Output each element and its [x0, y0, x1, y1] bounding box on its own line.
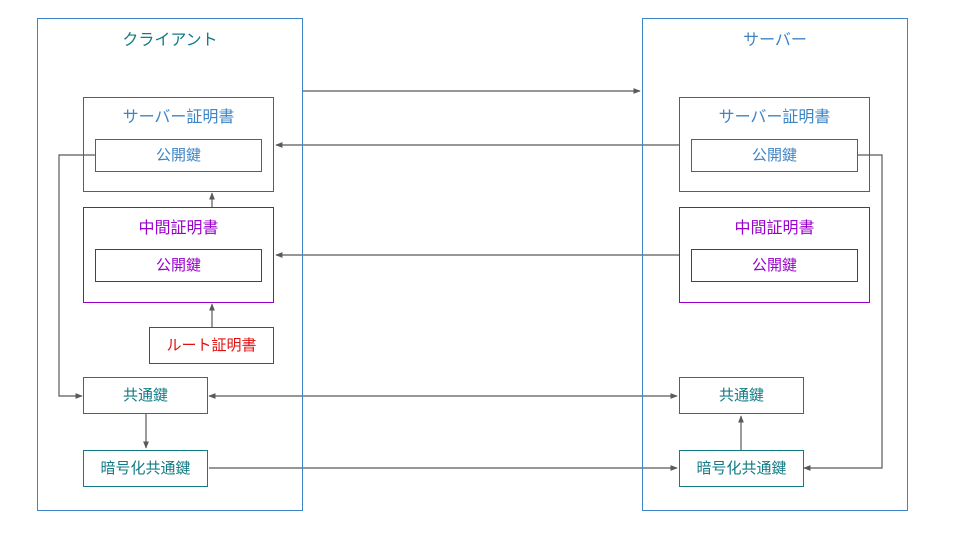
client-server-certificate: [83, 97, 274, 192]
server-intermediate-cert-public-key-label: 公開鍵: [751, 256, 797, 274]
server-server-cert-public-key: [691, 139, 858, 172]
client-server-cert-public-key: [95, 139, 262, 172]
client-panel: [37, 18, 303, 511]
root-certificate-label: ルート証明書: [166, 336, 257, 354]
server-common-key-label: 共通鍵: [718, 386, 764, 404]
server-intermediate-certificate-title: 中間証明書: [734, 218, 815, 237]
client-intermediate-cert-public-key: [95, 249, 262, 282]
client-server-cert-public-key-label: 公開鍵: [155, 146, 201, 164]
server-intermediate-cert-public-key: [691, 249, 858, 282]
server-server-certificate: [679, 97, 870, 192]
client-common-key-label: 共通鍵: [122, 386, 168, 404]
root-certificate: [149, 327, 274, 364]
client-common-key: [83, 377, 208, 414]
client-intermediate-certificate: [83, 207, 274, 303]
server-server-cert-public-key-label: 公開鍵: [751, 146, 797, 164]
server-title: サーバー: [743, 30, 807, 49]
server-private-key-decrypt-arrow: [803, 154, 883, 471]
server-intermediate-certificate: [679, 207, 870, 303]
server-encrypted-common-key: [679, 450, 804, 487]
client-server-certificate-title: サーバー証明書: [122, 107, 235, 126]
client-encrypted-common-key-label: 暗号化共通鍵: [100, 459, 191, 477]
client-title: クライアント: [122, 30, 218, 49]
client-encrypted-common-key: [83, 450, 208, 487]
server-panel: [642, 18, 908, 511]
public-key-to-common-key-arrow: [58, 154, 95, 399]
server-common-key: [679, 377, 804, 414]
server-server-certificate-title: サーバー証明書: [718, 107, 831, 126]
server-encrypted-common-key-label: 暗号化共通鍵: [696, 459, 787, 477]
client-intermediate-certificate-title: 中間証明書: [138, 218, 219, 237]
client-intermediate-cert-public-key-label: 公開鍵: [155, 256, 201, 274]
